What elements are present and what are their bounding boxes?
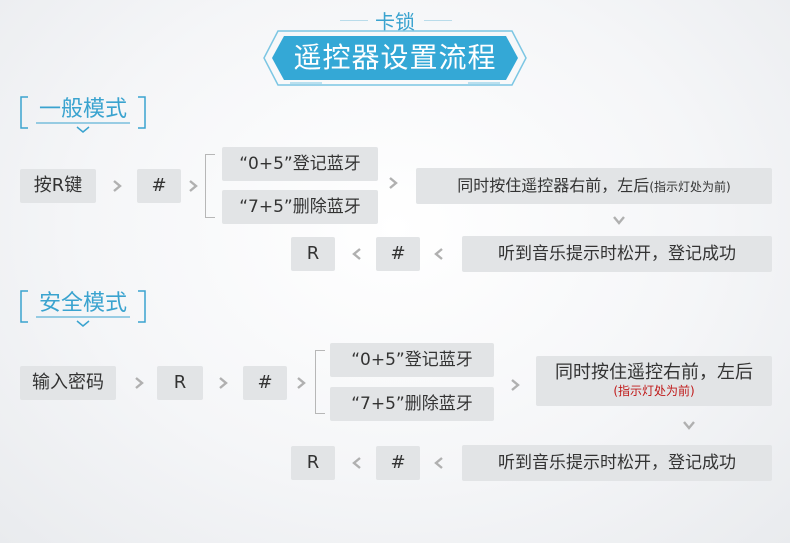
- option-register-bluetooth: “0+5”登记蓝牙: [222, 147, 378, 181]
- result-step: 听到音乐提示时松开，登记成功: [462, 445, 772, 481]
- options-bracket: [205, 154, 215, 218]
- section-frame: [20, 96, 146, 133]
- option-delete-bluetooth: “7+5”删除蓝牙: [330, 387, 494, 421]
- chevron-right-icon: [135, 377, 144, 389]
- title-banner-shape: [263, 30, 527, 86]
- page-title-banner: 遥控器设置流程: [262, 29, 528, 87]
- chevron-left-icon: [434, 457, 443, 469]
- chevron-right-icon: [297, 377, 306, 389]
- page-title: 遥控器设置流程: [293, 41, 497, 74]
- hash-key-step: #: [137, 169, 181, 203]
- chevron-down-icon: [683, 421, 695, 430]
- hash-key-step-2: #: [376, 446, 420, 480]
- options-bracket: [315, 350, 325, 414]
- chevron-left-icon: [352, 457, 361, 469]
- hash-key-step-2: #: [376, 237, 420, 271]
- chevron-right-icon: [219, 377, 228, 389]
- option-delete-bluetooth: “7+5”删除蓝牙: [222, 190, 378, 224]
- chevron-right-icon: [511, 379, 520, 391]
- result-step: 听到音乐提示时松开，登记成功: [462, 236, 772, 272]
- header-small-label: 卡锁: [375, 10, 415, 34]
- section-label-normal-mode: 一般模式: [20, 96, 146, 133]
- chevron-right-icon: [389, 177, 398, 189]
- r-key-step-2: R: [291, 446, 335, 480]
- hash-key-step: #: [243, 366, 287, 400]
- press-remote-step: 同时按住遥控右前，左后 (指示灯处为前): [536, 356, 772, 406]
- chevron-right-icon: [113, 180, 122, 192]
- chevron-down-icon: [613, 216, 625, 225]
- section-label-safe-mode: 安全模式: [20, 290, 146, 327]
- press-remote-note: (指示灯处为前): [649, 180, 731, 194]
- section-title: 一般模式: [38, 97, 127, 122]
- r-key-step: R: [157, 366, 203, 400]
- press-remote-text: 同时按住遥控器右前，左后: [457, 176, 650, 195]
- press-remote-step: 同时按住遥控器右前，左后(指示灯处为前): [416, 168, 772, 204]
- section-frame: [20, 290, 146, 327]
- header-line-right-top: [424, 20, 452, 21]
- chevron-right-icon: [189, 180, 198, 192]
- r-key-step: R: [291, 237, 335, 271]
- press-remote-text: 同时按住遥控右前，左后: [555, 362, 753, 383]
- section-title: 安全模式: [38, 291, 127, 316]
- enter-password-step: 输入密码: [20, 366, 116, 400]
- chevron-left-icon: [434, 248, 443, 260]
- header-line-left-top: [340, 20, 368, 21]
- press-r-key-step: 按R键: [20, 169, 96, 203]
- press-remote-note: (指示灯处为前): [613, 384, 695, 398]
- chevron-left-icon: [352, 248, 361, 260]
- option-register-bluetooth: “0+5”登记蓝牙: [330, 343, 494, 377]
